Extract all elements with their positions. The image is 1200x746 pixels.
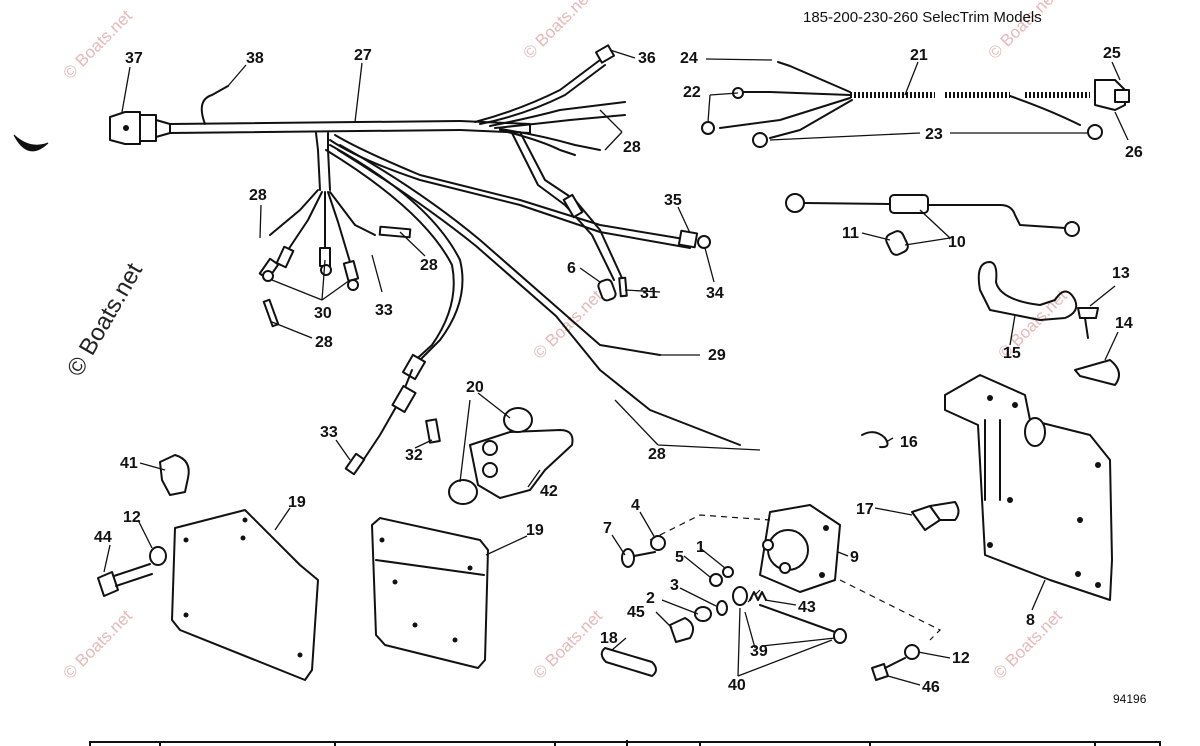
bolt-44 bbox=[97, 563, 153, 597]
parts-table-border bbox=[89, 740, 1161, 746]
callout-9: 9 bbox=[850, 549, 859, 566]
washer-40 bbox=[732, 586, 748, 606]
clamp-14 bbox=[1074, 359, 1120, 386]
callout-1: 1 bbox=[696, 539, 705, 556]
nut-5 bbox=[709, 573, 723, 587]
callout-15: 15 bbox=[1003, 345, 1021, 362]
callout-28-left: 28 bbox=[249, 187, 267, 204]
callout-45: 45 bbox=[627, 604, 645, 621]
callout-6: 6 bbox=[567, 260, 576, 277]
callout-28-mid: 28 bbox=[420, 257, 438, 274]
spring-clip-15 bbox=[977, 261, 1078, 321]
leader-lines bbox=[103, 49, 1129, 686]
nut-2 bbox=[694, 606, 712, 622]
callout-5: 5 bbox=[675, 549, 684, 566]
clamp-41 bbox=[159, 454, 190, 496]
battery-cable-21 bbox=[701, 61, 1130, 148]
callout-28-right: 28 bbox=[648, 446, 666, 463]
callout-17: 17 bbox=[856, 501, 874, 518]
callout-39: 39 bbox=[750, 643, 768, 660]
callout-19-right: 19 bbox=[526, 522, 544, 539]
strap-18 bbox=[600, 647, 657, 677]
callout-34: 34 bbox=[706, 285, 724, 302]
callout-32: 32 bbox=[405, 447, 423, 464]
fuse-lead-10 bbox=[785, 193, 1080, 237]
small-parts bbox=[262, 225, 909, 444]
watermark-6: © Boats.net bbox=[59, 606, 136, 683]
callout-4: 4 bbox=[631, 497, 640, 514]
watermark-7: © Boats.net bbox=[529, 606, 606, 683]
models-header: 185-200-230-260 SelecTrim Models bbox=[803, 9, 1042, 26]
grommet-20-top bbox=[503, 407, 533, 433]
callout-18: 18 bbox=[600, 630, 618, 647]
callout-10: 10 bbox=[948, 234, 966, 251]
screw-46 bbox=[871, 657, 906, 681]
callout-24: 24 bbox=[680, 50, 698, 67]
bracket-plate-8 bbox=[944, 374, 1113, 601]
washer-12-left bbox=[149, 546, 167, 566]
wiring-harness-27 bbox=[109, 44, 741, 476]
cover-plate-19-left bbox=[171, 509, 319, 681]
watermark-side: © Boats.net bbox=[62, 258, 148, 381]
callout-14: 14 bbox=[1115, 315, 1133, 332]
watermark-2: © Boats.net bbox=[519, 0, 596, 63]
washer-4 bbox=[650, 535, 666, 551]
callout-40: 40 bbox=[728, 677, 746, 694]
callout-22: 22 bbox=[683, 84, 701, 101]
callout-42: 42 bbox=[540, 483, 558, 500]
callout-26: 26 bbox=[1125, 144, 1143, 161]
callout-numbers: 37 38 27 36 28 24 21 25 26 22 23 28 28 3… bbox=[94, 45, 1143, 696]
watermark-1: © Boats.net bbox=[59, 6, 136, 83]
callout-44: 44 bbox=[94, 529, 112, 546]
callout-33-top: 33 bbox=[375, 302, 393, 319]
callout-43: 43 bbox=[798, 599, 816, 616]
lockwasher-43 bbox=[749, 591, 767, 601]
washer-12-right bbox=[904, 644, 920, 660]
cover-plate-19-right bbox=[371, 517, 489, 669]
callout-38: 38 bbox=[246, 50, 264, 67]
screw-7 bbox=[621, 548, 656, 568]
callout-12-left: 12 bbox=[123, 509, 141, 526]
washer-1 bbox=[722, 566, 734, 578]
callout-8: 8 bbox=[1026, 612, 1035, 629]
callout-2: 2 bbox=[646, 590, 655, 607]
callout-7: 7 bbox=[603, 520, 612, 537]
callout-33-bottom: 33 bbox=[320, 424, 338, 441]
callout-20: 20 bbox=[466, 379, 484, 396]
callout-19-left: 19 bbox=[288, 494, 306, 511]
crescent-mark bbox=[13, 134, 49, 152]
callout-37: 37 bbox=[125, 50, 143, 67]
callout-46: 46 bbox=[922, 679, 940, 696]
callout-36: 36 bbox=[638, 50, 656, 67]
callout-29: 29 bbox=[708, 347, 726, 364]
callout-21: 21 bbox=[910, 47, 928, 64]
callout-30: 30 bbox=[314, 305, 332, 322]
stud-39 bbox=[759, 604, 847, 644]
callout-11: 11 bbox=[842, 225, 859, 242]
solenoid-9 bbox=[759, 504, 841, 593]
callout-31: 31 bbox=[640, 285, 658, 302]
callout-23: 23 bbox=[925, 126, 943, 143]
callout-27: 27 bbox=[354, 47, 372, 64]
boot-45 bbox=[669, 617, 695, 643]
callout-41: 41 bbox=[120, 455, 138, 472]
callout-28-low: 28 bbox=[315, 334, 333, 351]
callout-16: 16 bbox=[900, 434, 918, 451]
terminal-17 bbox=[911, 501, 960, 531]
callout-3: 3 bbox=[670, 577, 679, 594]
assembly-guide-lines bbox=[649, 514, 942, 641]
callout-28-top: 28 bbox=[623, 139, 641, 156]
washer-3 bbox=[716, 600, 728, 616]
clip-16 bbox=[861, 431, 889, 449]
callout-13: 13 bbox=[1112, 265, 1130, 282]
watermark-4: © Boats.net bbox=[529, 286, 606, 363]
callout-35: 35 bbox=[664, 192, 682, 209]
grommet-20-bottom bbox=[448, 479, 478, 505]
callout-12-right: 12 bbox=[952, 650, 970, 667]
screw-13 bbox=[1077, 307, 1099, 339]
callout-25: 25 bbox=[1103, 45, 1121, 62]
figure-number: 94196 bbox=[1113, 692, 1147, 706]
